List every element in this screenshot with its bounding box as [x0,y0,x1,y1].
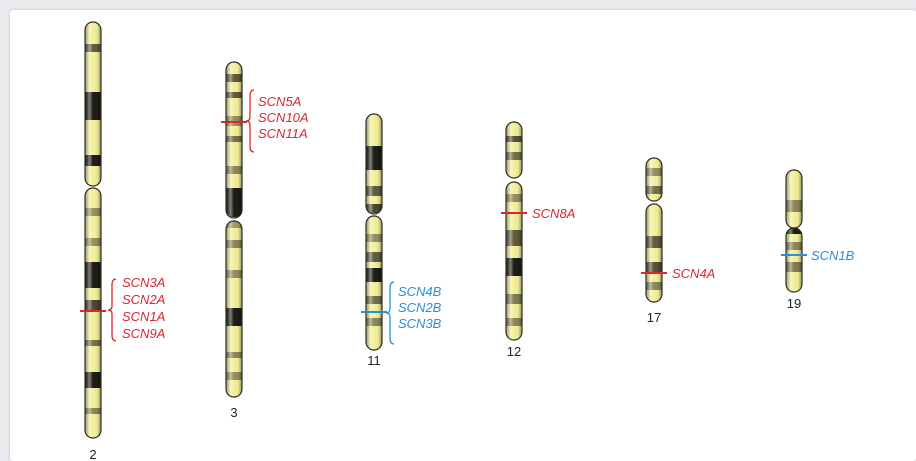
gene-label: SCN5A [258,94,301,109]
gene-label: SCN1B [811,248,855,263]
figure-panel [10,10,916,461]
gene-label: SCN4B [398,284,442,299]
chromosome-number: 12 [507,344,521,359]
chromosome-number: 17 [647,310,661,325]
chromosome-19: 19 SCN1B [781,169,855,311]
chromosome-2: 2 SCN3A SCN2A SCN1A SCN9A [80,21,165,461]
gene-label: SCN2A [122,292,165,307]
chromosome-number: 2 [89,447,96,461]
gene-cluster-bracket [385,281,395,345]
gene-label: SCN1A [122,309,165,324]
chromosome-12: 12 SCN8A [501,121,575,359]
gene-label: SCN11A [258,126,308,141]
gene-cluster-bracket [107,278,117,342]
gene-label: SCN3B [398,316,442,331]
chromosome-number: 3 [230,405,237,420]
chromosome-17: 17 SCN4A [641,157,715,325]
chromosome-number: 11 [367,353,381,368]
gene-label: SCN10A [258,110,309,125]
gene-label: SCN9A [122,326,165,341]
gene-cluster-bracket [245,89,255,153]
gene-label: SCN2B [398,300,442,315]
gene-label: SCN4A [672,266,715,281]
gene-label: SCN8A [532,206,575,221]
chromosome-number: 19 [787,296,801,311]
gene-label: SCN3A [122,275,165,290]
